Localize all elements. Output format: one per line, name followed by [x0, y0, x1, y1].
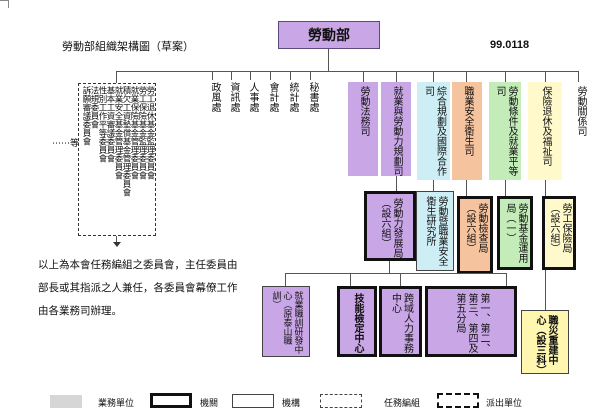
- agency-label: 勞動暨職業安全衛生研究所: [424, 196, 447, 266]
- department-label: 綜合規劃及國際合作司: [422, 86, 446, 176]
- corner-mark: [0, 0, 8, 1]
- staff-unit: 統計處: [287, 82, 298, 112]
- drop-line: [310, 71, 311, 80]
- staff-unit: 秘書處: [307, 82, 318, 112]
- committee-item: 訴願審議委員會: [81, 86, 91, 146]
- committee-item: 基本工資審議委員會: [105, 86, 115, 163]
- drop-line: [270, 71, 271, 80]
- department-label: 勞動關係司: [575, 86, 586, 136]
- agency-label: 勞動基金運用局（一）: [504, 203, 527, 263]
- agency-fund: 勞動基金運用局（一）: [497, 196, 533, 270]
- unit-skills-center: 技能檢定中心: [337, 286, 377, 357]
- connector-line: [396, 176, 397, 191]
- agency-inspection: 勞動檢查局（設六組）: [457, 196, 493, 274]
- corner-mark: [8, 0, 9, 8]
- committees-etc: ⋯⋯等: [52, 139, 80, 149]
- legend-swatch-task-force: [320, 394, 362, 408]
- staff-unit: 政風處: [209, 82, 220, 112]
- drop-line: [396, 71, 397, 82]
- unit-cross-region-center: 跨域人力事務中心: [379, 286, 422, 357]
- connector-line: [433, 180, 434, 191]
- unit-training-center: 就業職訓研發中心（原泰山職訓）: [262, 286, 310, 357]
- agency-research: 勞動暨職業安全衛生研究所: [416, 191, 454, 271]
- legend-dispatched-label: 派出單位: [486, 399, 523, 409]
- committee-item: 法規委員會: [89, 86, 99, 129]
- department-labor-conditions: 勞動條件及就業平等司: [489, 82, 521, 180]
- drop-line: [433, 71, 434, 82]
- legend-swatch-dispatched: [437, 393, 479, 408]
- chart-title: 勞動部組織架構圖（草案）: [62, 40, 194, 53]
- connector-line: [389, 261, 390, 273]
- drop-line: [290, 71, 291, 80]
- connector-line: [506, 273, 507, 286]
- drop-line: [212, 71, 213, 80]
- agency-workforce: 勞動力發展局（設六組）: [364, 191, 416, 261]
- department-relations: 勞動關係司: [566, 82, 594, 156]
- drop-line: [116, 71, 117, 83]
- connector-line: [285, 273, 507, 274]
- department-label: 職業安全衛生司: [462, 86, 473, 156]
- legend-swatch-institution: [232, 394, 274, 408]
- drop-line: [505, 71, 506, 82]
- agency-label: 勞工保險局（設六組）: [548, 203, 571, 253]
- legend-business-label: 業務單位: [98, 399, 135, 409]
- department-label: 勞動法務司: [358, 86, 369, 136]
- department-legal: 勞動法務司: [348, 82, 378, 176]
- connector-line: [285, 273, 286, 286]
- drop-line: [231, 71, 232, 80]
- drop-line: [466, 71, 467, 82]
- committee-note: 以上為本會任務編組之委員會，主任委員由部長或其指派之人兼任，各委員會幕僚工作由各…: [38, 259, 238, 317]
- connector-line: [466, 180, 467, 196]
- drop-line: [578, 71, 579, 82]
- agency-label: 勞動力發展局（設六組）: [379, 198, 402, 258]
- legend-task-force-label: 任務編組: [384, 399, 421, 409]
- committee-item: 就業安全基金管理委員會: [113, 86, 123, 180]
- agency-label: 勞動檢查局（設六組）: [464, 203, 487, 253]
- unit-occupational-rehab: 職災重建中心（設三科）: [521, 310, 569, 375]
- department-safety: 職業安全衛生司: [452, 82, 482, 180]
- drop-line: [545, 71, 546, 82]
- down-arrow-icon: [113, 242, 121, 247]
- connector-line: [400, 273, 401, 286]
- trunk-line: [328, 49, 329, 71]
- legend-organ-label: 機關: [200, 399, 219, 409]
- arrow-line: [116, 236, 117, 244]
- connector-line: [350, 273, 351, 286]
- department-employment: 就業與勞動力規劃司: [381, 82, 411, 176]
- staff-unit: 會計處: [267, 82, 278, 112]
- chart-date: 99.0118: [490, 39, 530, 51]
- main-bus-line: [116, 71, 579, 72]
- department-label: 保險退休及福祉司: [540, 86, 551, 166]
- legend-swatch-business: [50, 395, 82, 408]
- department-planning: 綜合規劃及國際合作司: [417, 82, 450, 180]
- committee-item: 積欠工資墊償基金管理委員會: [121, 86, 131, 197]
- unit-label: 跨域人力事務中心: [389, 293, 413, 353]
- legend-swatch-organ: [150, 393, 192, 408]
- committee-list: 勞工退休基金監理委員會 勞工保險基金監理委員會 就業保險基金管理委員會 積欠工資…: [81, 86, 155, 232]
- staff-unit: 人事處: [247, 82, 258, 112]
- department-label: 就業與勞動力規劃司: [391, 86, 402, 176]
- department-label: 勞動條件及就業平等司: [494, 86, 517, 176]
- unit-label: 技能檢定中心: [352, 293, 363, 353]
- unit-label: 就業職訓研發中心（原泰山職訓）: [270, 291, 303, 354]
- drop-line: [250, 71, 251, 80]
- department-insurance: 保險退休及福祉司: [528, 82, 562, 180]
- unit-branch-offices: 第一、第二、第三、第四及第五分局: [425, 286, 517, 357]
- connector-line: [545, 180, 546, 196]
- connector-line: [505, 180, 506, 196]
- unit-label: 第一、第二、第三、第四及第五分局: [454, 293, 489, 353]
- committee-item: 就業保險基金管理委員會: [129, 86, 139, 180]
- staff-unit: 資訊處: [228, 82, 239, 112]
- committee-item: 性別工作平等委員會: [97, 86, 107, 163]
- unit-label: 職災重建中心（設三科）: [534, 315, 557, 375]
- connector-line: [545, 270, 546, 310]
- committee-item: 勞工保險基金監理委員會: [137, 86, 147, 180]
- legend-institution-label: 機構: [282, 399, 301, 409]
- committee-item: 勞工退休基金監理委員會: [145, 86, 155, 180]
- committees-box: [78, 83, 156, 236]
- agency-insurance: 勞工保險局（設六組）: [542, 196, 576, 270]
- root-ministry: 勞動部: [278, 21, 380, 49]
- drop-line: [363, 71, 364, 82]
